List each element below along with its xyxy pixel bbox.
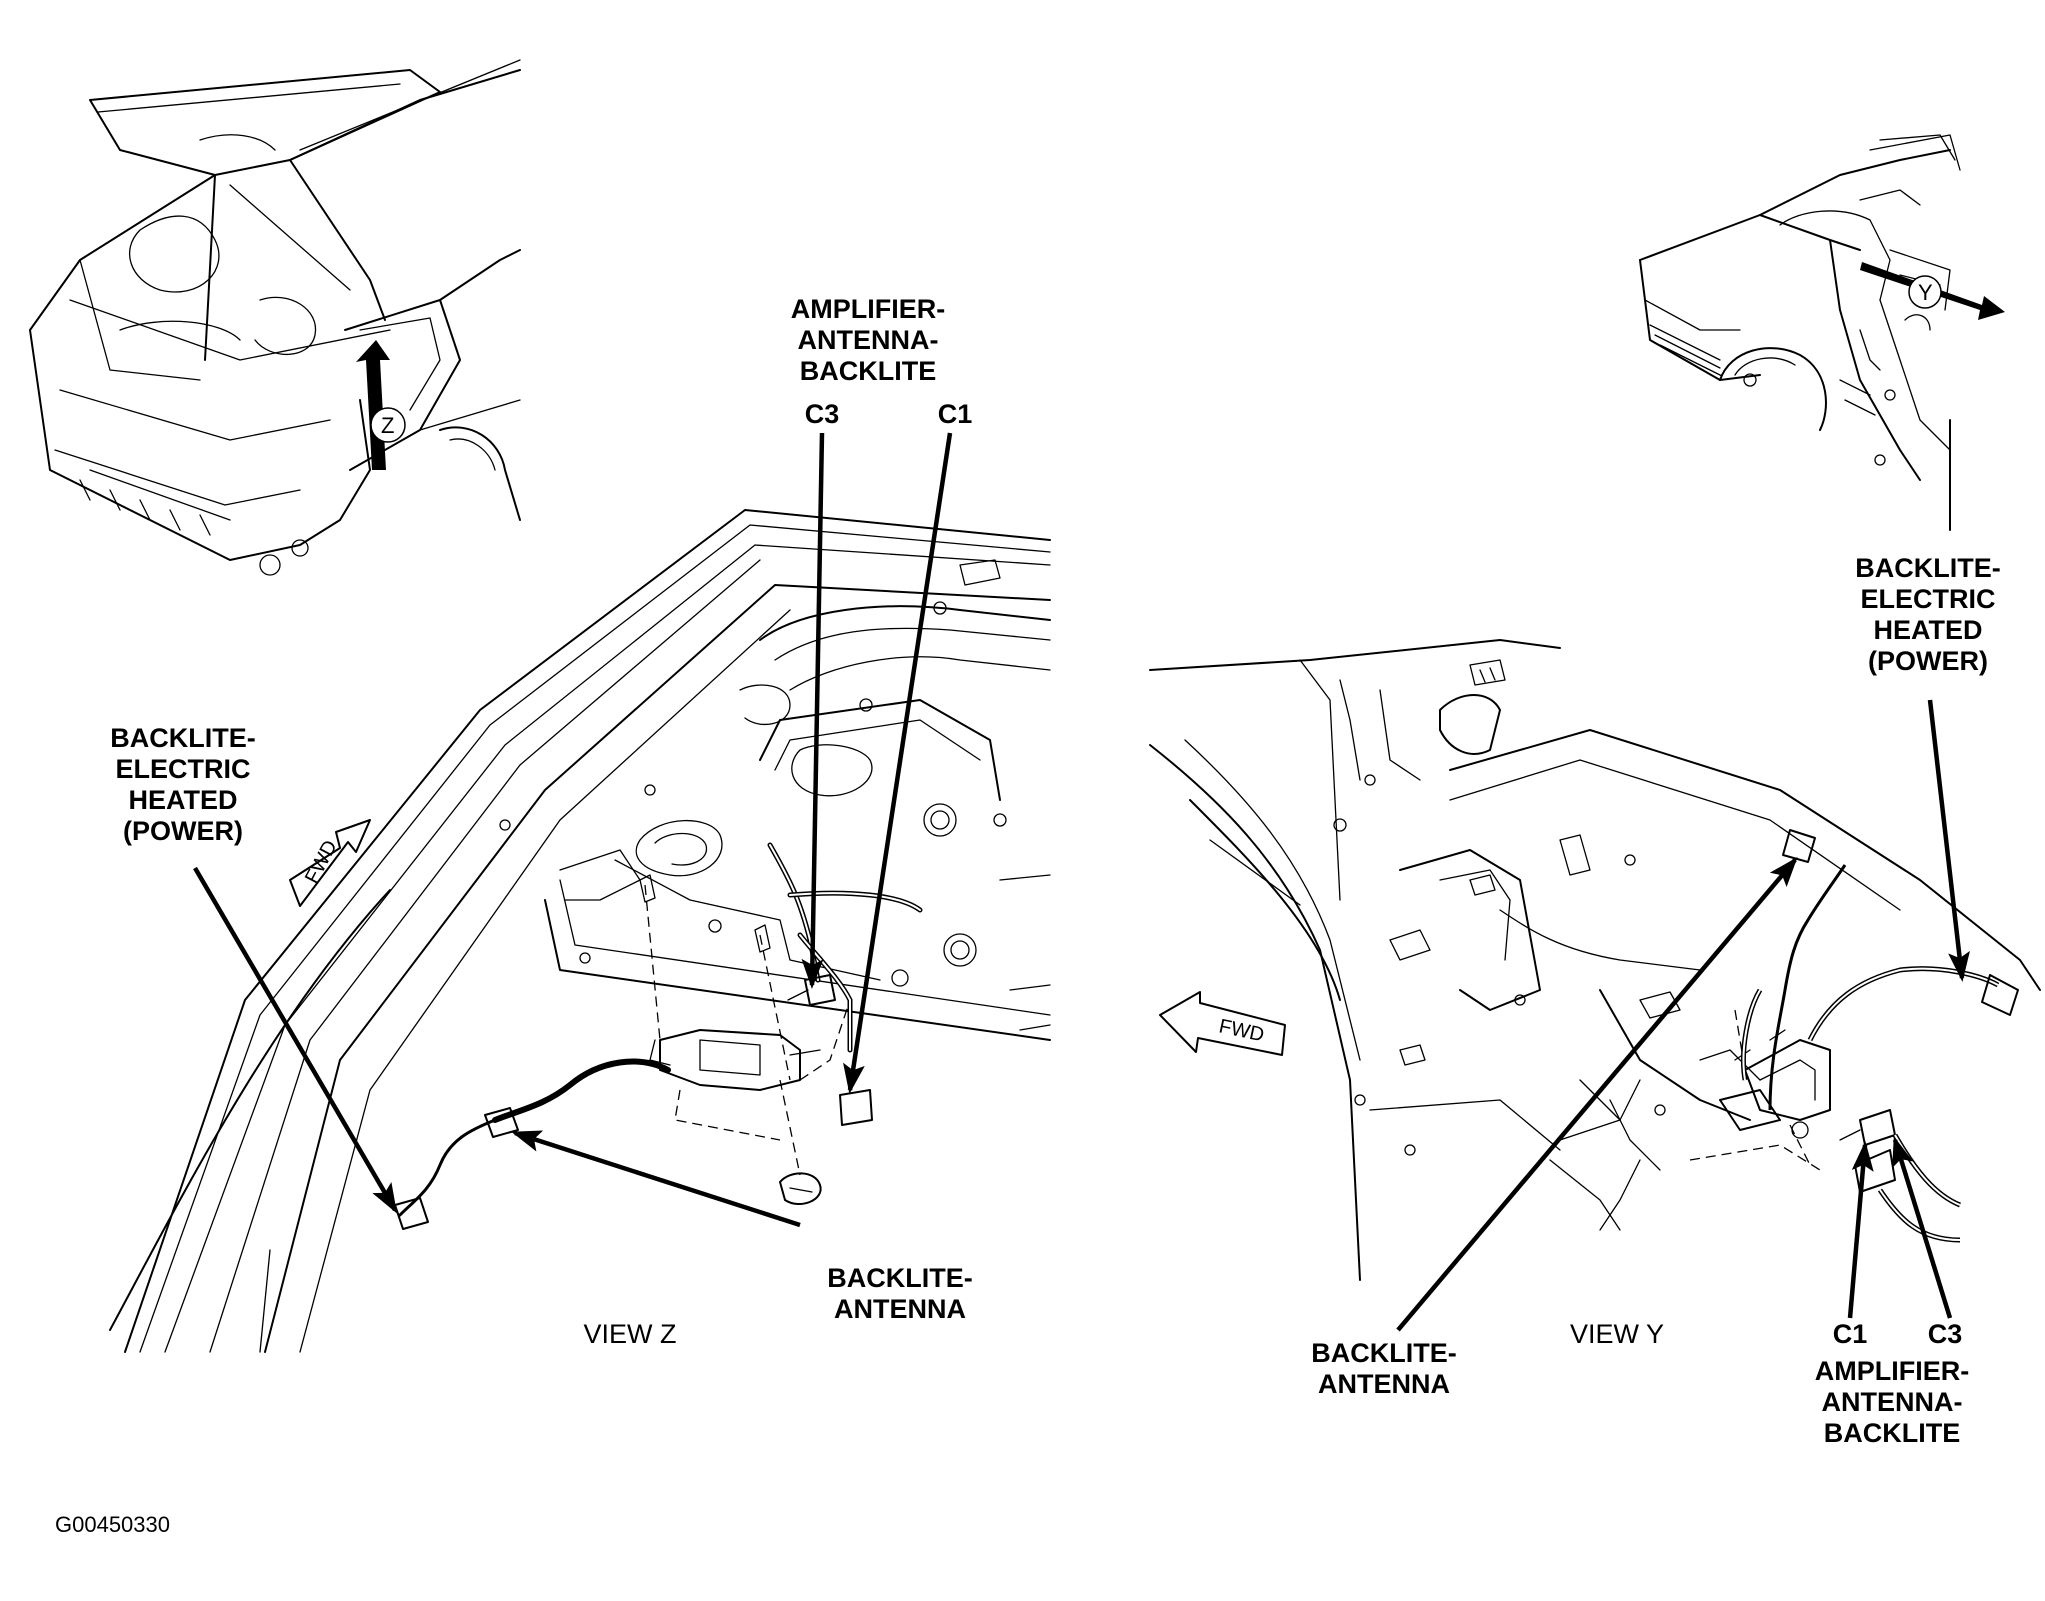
svg-text:ANTENNA-: ANTENNA- [1822, 1387, 1963, 1417]
fwd-arrow-z: FWD [289, 819, 371, 907]
y-backlite-heated-label: BACKLITE- ELECTRIC HEATED (POWER) [1855, 553, 2000, 676]
view-z-title: VIEW Z [584, 1319, 677, 1349]
svg-text:FWD: FWD [301, 837, 342, 888]
svg-text:HEATED: HEATED [128, 785, 237, 815]
view-y-drawing: FWD [1149, 639, 2041, 1281]
svg-text:ELECTRIC: ELECTRIC [116, 754, 251, 784]
fwd-arrow-y: FWD [1159, 991, 1286, 1056]
svg-text:ANTENNA-: ANTENNA- [798, 325, 939, 355]
inset-y-marker: Y [1918, 280, 1933, 305]
y-backlite-antenna-label: BACKLITE- ANTENNA [1311, 1338, 1456, 1399]
svg-text:ANTENNA: ANTENNA [1318, 1369, 1450, 1399]
svg-text:AMPLIFIER-: AMPLIFIER- [1815, 1356, 1970, 1386]
svg-text:(POWER): (POWER) [1868, 646, 1988, 676]
svg-text:BACKLITE: BACKLITE [800, 356, 937, 386]
figure-id: G00450330 [55, 1512, 170, 1537]
view-y-title: VIEW Y [1570, 1319, 1664, 1349]
z-connector-c3: C3 [805, 399, 840, 429]
inset-vehicle-rear-z: Z [29, 59, 521, 576]
svg-text:BACKLITE: BACKLITE [1824, 1418, 1961, 1448]
svg-text:BACKLITE-: BACKLITE- [110, 723, 255, 753]
svg-text:AMPLIFIER-: AMPLIFIER- [791, 294, 946, 324]
z-connector-c1: C1 [938, 399, 973, 429]
z-backlite-antenna-label: BACKLITE- ANTENNA [827, 1263, 972, 1324]
svg-text:BACKLITE-: BACKLITE- [1855, 553, 2000, 583]
leader-lines [193, 432, 1970, 1332]
view-z-drawing: FWD [109, 509, 1051, 1353]
y-connector-c1: C1 [1833, 1319, 1868, 1349]
inset-vehicle-rear-y: Y [1639, 134, 2005, 531]
y-amplifier-label: AMPLIFIER- ANTENNA- BACKLITE [1815, 1356, 1970, 1448]
inset-z-marker: Z [381, 413, 394, 438]
svg-text:ELECTRIC: ELECTRIC [1861, 584, 1996, 614]
svg-text:BACKLITE-: BACKLITE- [827, 1263, 972, 1293]
svg-text:BACKLITE-: BACKLITE- [1311, 1338, 1456, 1368]
svg-text:(POWER): (POWER) [123, 816, 243, 846]
y-connector-c3: C3 [1928, 1319, 1963, 1349]
z-backlite-heated-label: BACKLITE- ELECTRIC HEATED (POWER) [110, 723, 255, 846]
svg-text:ANTENNA: ANTENNA [834, 1294, 966, 1324]
svg-text:HEATED: HEATED [1873, 615, 1982, 645]
z-amplifier-label: AMPLIFIER- ANTENNA- BACKLITE [791, 294, 946, 386]
svg-text:FWD: FWD [1217, 1015, 1266, 1046]
